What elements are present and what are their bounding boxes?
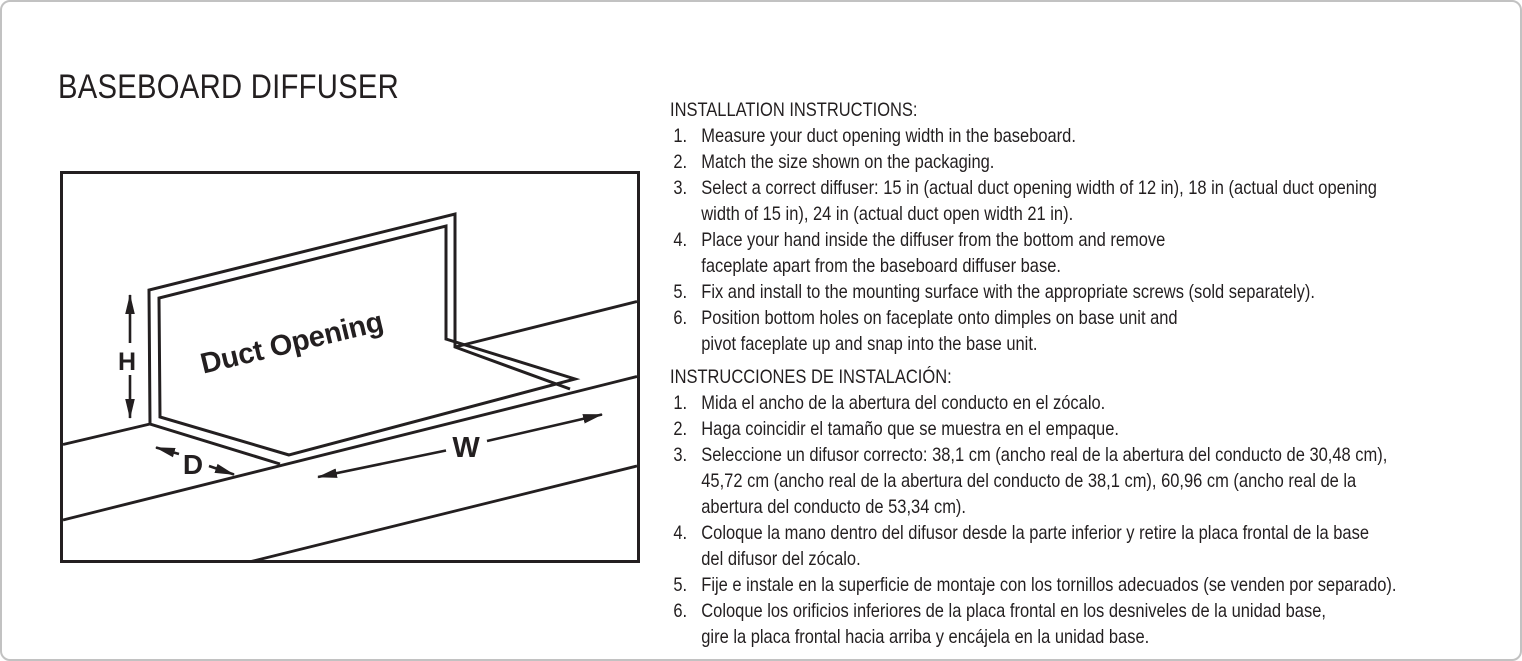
item-text-line: Place your hand inside the diffuser from… (701, 229, 1166, 251)
instructions-list-es: 1. Mida el ancho de la abertura del condu… (670, 390, 1464, 650)
item-text-line: abertura del conducto de 53,34 cm). (701, 496, 966, 518)
diagram-canvas: H D W Duct Opening (60, 171, 640, 563)
diagram-border (60, 171, 640, 563)
item-number: 1. (673, 392, 688, 414)
item-text-line: faceplate apart from the baseboard diffu… (701, 255, 1061, 277)
item-number: 3. (673, 444, 688, 466)
baseboard-back-edge-left (62, 422, 151, 446)
item-text-line: Fije e instale en la superficie de monta… (701, 574, 1397, 596)
page-title: BASEBOARD DIFFUSER (58, 68, 399, 106)
item-text-line: Coloque los orificios inferiores de la p… (701, 600, 1326, 622)
height-dimension-arrow: H (118, 294, 136, 419)
depth-dimension-arrow: D (155, 446, 235, 480)
width-dimension-arrow: W (317, 413, 603, 479)
item-number: 2. (673, 151, 688, 173)
item-text-line: 45,72 cm (ancho real de la abertura del … (701, 470, 1357, 492)
item-text-line: pivot faceplate up and snap into the bas… (701, 333, 1038, 355)
instruction-item: 1. Measure your duct opening width in the… (670, 123, 1464, 149)
item-text-line: Mida el ancho de la abertura del conduct… (701, 392, 1106, 414)
width-arrow-left (317, 449, 447, 479)
item-number: 1. (673, 125, 688, 147)
item-number: 5. (673, 281, 688, 303)
item-number: 5. (673, 574, 688, 596)
duct-opening-outer-outline (147, 212, 571, 466)
instruction-item: 2. Match the size shown on the packaging. (670, 149, 1464, 175)
item-text-line: Seleccione un difusor correcto: 38,1 cm … (701, 444, 1388, 466)
item-text-line: Position bottom holes on faceplate onto … (701, 307, 1178, 329)
duct-opening-inner-outline (157, 224, 581, 457)
installation-instructions-en: INSTALLATION INSTRUCTIONS: 1. Measure you… (670, 97, 1464, 357)
item-text-line: Select a correct diffuser: 15 in (actual… (701, 177, 1377, 199)
instructions-header-en: INSTALLATION INSTRUCTIONS: (670, 99, 918, 121)
baseboard-back-edge-right (454, 300, 638, 349)
instruction-item: 5. Fije e instale en la superficie de mon… (670, 572, 1464, 598)
item-text-line: width of 15 in), 24 in (actual duct open… (701, 203, 1074, 225)
instruction-item: 6. Position bottom holes on faceplate ont… (670, 305, 1464, 357)
instructions-column: INSTALLATION INSTRUCTIONS: 1. Measure you… (670, 97, 1464, 650)
baseboard-bottom-edge (250, 464, 638, 563)
instruction-item: 6. Coloque los orificios inferiores de la… (670, 598, 1464, 650)
depth-label: D (183, 449, 203, 480)
instruction-item: 4. Place your hand inside the diffuser fr… (670, 227, 1464, 279)
depth-arrow-back (155, 446, 180, 458)
item-number: 4. (673, 229, 688, 251)
instruction-item: 3. Seleccione un difusor correcto: 38,1 c… (670, 442, 1464, 520)
item-number: 2. (673, 418, 688, 440)
instruction-item: 2. Haga coincidir el tamaño que se muestr… (670, 416, 1464, 442)
installation-instructions-es: INSTRUCCIONES DE INSTALACIÓN: 1. Mida el … (670, 364, 1464, 650)
item-text-line: gire la placa frontal hacia arriba y enc… (701, 626, 1150, 648)
instruction-item: 4. Coloque la mano dentro del difusor des… (670, 520, 1464, 572)
instruction-item: 1. Mida el ancho de la abertura del condu… (670, 390, 1464, 416)
item-number: 3. (673, 177, 688, 199)
item-number: 4. (673, 522, 688, 544)
depth-arrow-front (208, 463, 235, 476)
item-number: 6. (673, 307, 688, 329)
instruction-item: 3. Select a correct diffuser: 15 in (actu… (670, 175, 1464, 227)
item-text-line: del difusor del zócalo. (701, 548, 861, 570)
width-label: W (452, 432, 480, 464)
height-label: H (118, 348, 136, 376)
item-text-line: Haga coincidir el tamaño que se muestra … (701, 418, 1119, 440)
item-text-line: Measure your duct opening width in the b… (701, 125, 1076, 147)
duct-opening-label: Duct Opening (197, 306, 386, 381)
width-arrow-right (486, 413, 603, 443)
instructions-header-es: INSTRUCCIONES DE INSTALACIÓN: (670, 366, 952, 388)
item-text-line: Match the size shown on the packaging. (701, 151, 995, 173)
item-text-line: Fix and install to the mounting surface … (701, 281, 1315, 303)
item-text-line: Coloque la mano dentro del difusor desde… (701, 522, 1369, 544)
item-number: 6. (673, 600, 688, 622)
baseboard-front-top-edge (62, 375, 638, 522)
instruction-item: 5. Fix and install to the mounting surfac… (670, 279, 1464, 305)
duct-opening-diagram: H D W Duct Opening (60, 171, 640, 563)
instructions-list-en: 1. Measure your duct opening width in the… (670, 123, 1464, 357)
